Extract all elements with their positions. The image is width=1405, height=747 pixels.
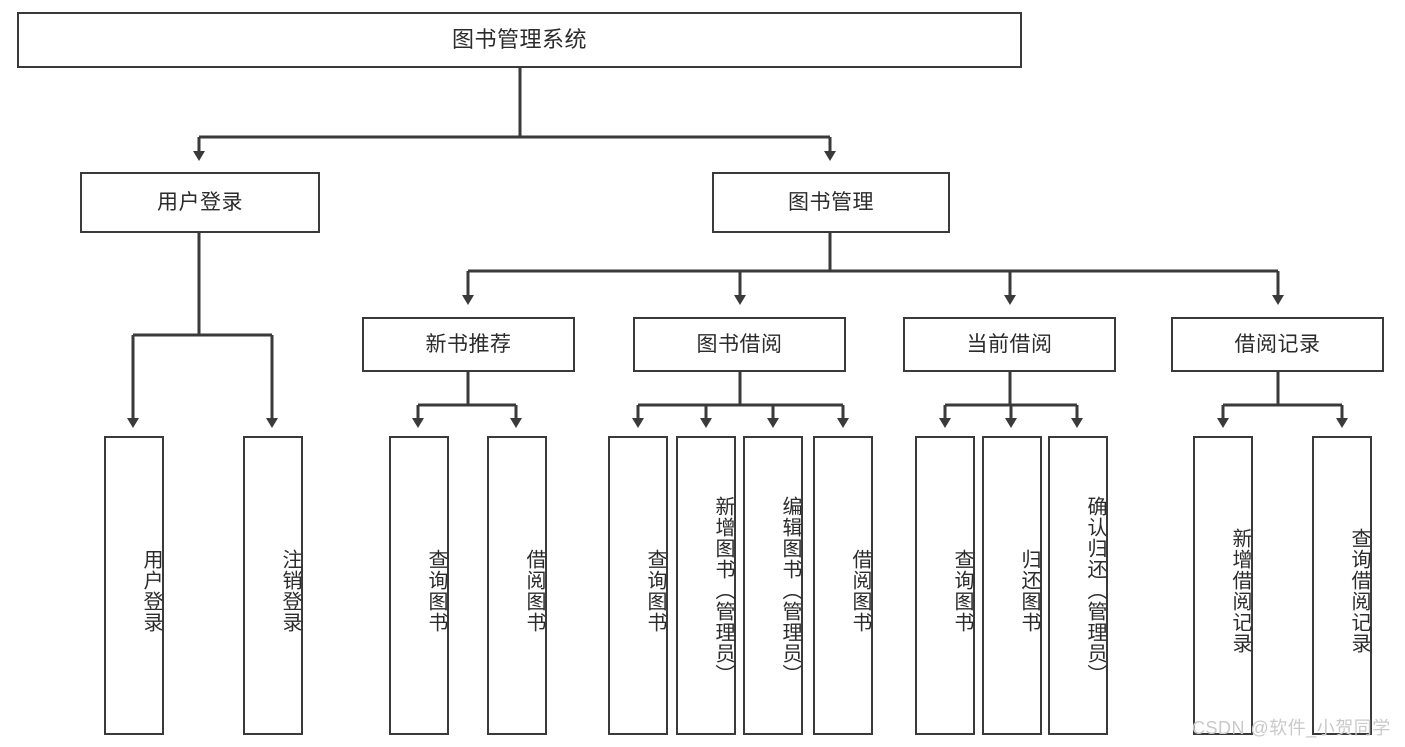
node-root[interactable]: 图书管理系统 — [17, 12, 1022, 68]
csdn-watermark: CSDN @软件_小贺同学 — [1192, 718, 1391, 738]
leaf-label: 借阅图书 — [849, 548, 871, 633]
node-borrow-record-label: 借阅记录 — [1234, 332, 1321, 356]
node-book-borrow[interactable]: 图书借阅 — [633, 317, 846, 372]
leaf-label: 查询借阅记录 — [1348, 527, 1370, 654]
leaf-new-book-query[interactable]: 查询图书 — [389, 436, 449, 735]
leaf-new-book-borrow[interactable]: 借阅图书 — [487, 436, 547, 735]
leaf-label: 查询图书 — [644, 548, 666, 633]
node-borrow-record[interactable]: 借阅记录 — [1171, 317, 1384, 372]
leaf-book-borrow-add[interactable]: 新增图书（管理员） — [676, 436, 736, 735]
leaf-book-borrow-query[interactable]: 查询图书 — [608, 436, 668, 735]
leaf-label: 查询图书 — [951, 548, 973, 633]
leaf-book-borrow-borrow[interactable]: 借阅图书 — [813, 436, 873, 735]
node-book-manage-label: 图书管理 — [788, 190, 874, 214]
leaf-book-borrow-edit[interactable]: 编辑图书（管理员） — [743, 436, 803, 735]
leaf-borrow-record-query[interactable]: 查询借阅记录 — [1312, 436, 1372, 735]
leaf-current-borrow-confirm-return[interactable]: 确认归还（管理员） — [1048, 436, 1108, 735]
leaf-label: 确认归还（管理员） — [1084, 496, 1106, 685]
leaf-label: 注销登录 — [279, 548, 301, 633]
leaf-borrow-record-add[interactable]: 新增借阅记录 — [1193, 436, 1253, 735]
node-root-label: 图书管理系统 — [451, 26, 587, 52]
leaf-user-login-logout[interactable]: 注销登录 — [243, 436, 303, 735]
node-book-manage[interactable]: 图书管理 — [712, 172, 950, 233]
node-book-borrow-label: 图书借阅 — [696, 332, 783, 356]
node-user-login[interactable]: 用户登录 — [80, 172, 320, 233]
leaf-label: 用户登录 — [140, 548, 162, 633]
leaf-label: 新增图书（管理员） — [712, 496, 734, 685]
node-current-borrow[interactable]: 当前借阅 — [903, 317, 1116, 372]
leaf-current-borrow-return[interactable]: 归还图书 — [982, 436, 1042, 735]
leaf-user-login-login[interactable]: 用户登录 — [104, 436, 164, 735]
leaf-label: 查询图书 — [425, 548, 447, 633]
leaf-current-borrow-query[interactable]: 查询图书 — [915, 436, 975, 735]
leaf-label: 归还图书 — [1018, 548, 1040, 633]
leaf-label: 编辑图书（管理员） — [779, 496, 801, 685]
leaf-label: 新增借阅记录 — [1229, 527, 1251, 654]
node-new-book-recommend[interactable]: 新书推荐 — [362, 317, 575, 372]
node-new-book-recommend-label: 新书推荐 — [425, 332, 512, 356]
node-user-login-label: 用户登录 — [157, 190, 243, 214]
leaf-label: 借阅图书 — [523, 548, 545, 633]
node-current-borrow-label: 当前借阅 — [966, 332, 1053, 356]
